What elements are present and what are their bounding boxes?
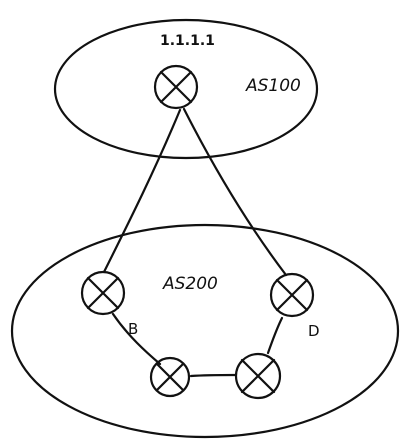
as100-router-ip-label: 1.1.1.1 xyxy=(160,33,215,49)
links xyxy=(102,107,288,378)
router-cross-icon xyxy=(275,278,309,312)
router-cross-icon xyxy=(155,362,185,392)
link-as100-router-to-as200-d-router xyxy=(182,107,288,277)
router-as100 xyxy=(153,64,199,110)
router-as200-c xyxy=(234,352,282,400)
as200-label: AS200 xyxy=(162,274,218,294)
node-b-label: B xyxy=(128,320,138,338)
router-as200-b xyxy=(149,356,191,398)
link-left-router-to-b-router xyxy=(111,312,162,366)
router-cross-icon xyxy=(86,276,120,310)
as200-boundary xyxy=(10,223,400,439)
link-c-router-to-d-router xyxy=(266,316,284,355)
link-as100-router-to-as200-left-router xyxy=(102,108,182,274)
router-cross-icon xyxy=(240,358,276,394)
router-as200-d xyxy=(269,272,315,318)
node-d-label: D xyxy=(308,322,320,340)
as100-boundary xyxy=(53,18,319,160)
link-b-router-to-c-router xyxy=(189,373,237,378)
as100-label: AS100 xyxy=(245,76,301,96)
router-as200-left xyxy=(80,270,126,316)
router-cross-icon xyxy=(159,70,193,104)
